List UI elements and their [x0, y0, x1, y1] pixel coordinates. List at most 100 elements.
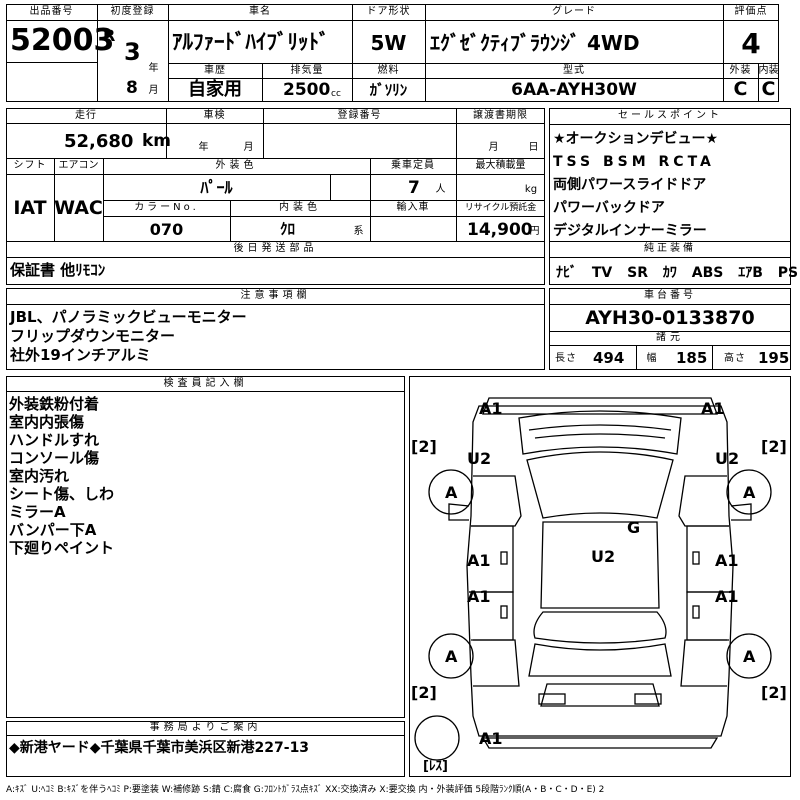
history-label: 車歴	[204, 65, 226, 76]
inspector-line: 室内汚れ	[9, 467, 70, 485]
history: 自家用	[188, 79, 242, 100]
notes-label: 注意事項欄	[240, 290, 311, 301]
score-label: 評価点	[734, 6, 768, 17]
inspector-block	[6, 376, 405, 718]
office-label: 事務局よりご案内	[149, 722, 262, 733]
note-line: 社外19インチアルミ	[10, 346, 151, 364]
registration-number-label: 登録番号	[337, 110, 382, 121]
color-number: 070	[149, 220, 184, 239]
mark-fender-left: U2	[467, 449, 491, 468]
capacity-unit: 人	[435, 184, 447, 195]
inspector-line: バンパー下A	[9, 521, 97, 539]
first-registration-label: 初度登録	[110, 6, 155, 17]
grade: ｴｸﾞｾﾞｸﾃｨﾌﾞﾗｳﾝｼﾞ 4WD	[430, 31, 640, 55]
chassis-number-label: 車台番号	[644, 290, 696, 301]
office-text: ◆新港ヤード◆千葉県千葉市美浜区新港227-13	[9, 740, 310, 756]
inspector-list: 外装鉄粉付着 室内内張傷 ハンドルすれ コンソール傷 室内汚れ シート傷、しわ …	[9, 395, 114, 557]
note-line: JBL、パノラミックビューモニター	[10, 308, 247, 326]
mark-rear-door-right: A1	[715, 587, 739, 606]
inspector-line: 室内内張傷	[9, 413, 85, 431]
equipment-list: ﾅﾋﾞ TV SR ｶﾜ ABS ｴｱB PS PW	[556, 262, 800, 282]
model-label: 型式	[563, 65, 585, 76]
max-load-label: 最大積載量	[475, 160, 526, 171]
transfer-month-unit: 月	[488, 142, 500, 153]
door-type: 5W	[370, 31, 407, 55]
shift: IAT	[13, 197, 47, 219]
max-load-unit: kg	[524, 184, 538, 195]
exterior-grade: C	[733, 78, 748, 100]
mileage: 52,680	[64, 131, 134, 152]
exterior-grade-label: 外装	[729, 65, 752, 76]
inspector-line: 外装鉄粉付着	[9, 395, 100, 413]
mark-tire-front-left: [2]	[411, 437, 437, 456]
inspector-line: 下廻りペイント	[9, 539, 115, 557]
interior-color-label: 内装色	[279, 202, 321, 213]
length-label: 長さ	[555, 353, 577, 364]
equipment-item: ﾅﾋﾞ	[556, 265, 577, 281]
mark-door-right: A1	[715, 551, 739, 570]
fuel: ｶﾞｿﾘﾝ	[369, 81, 408, 99]
registration-month-unit: 月	[148, 85, 160, 96]
sales-points-list: ★オークションデビュー★ TSS BSM RCTA 両側パワースライドドア パワ…	[553, 128, 718, 243]
sales-point: デジタルインナーミラー	[553, 223, 707, 239]
sales-points-block	[549, 108, 791, 285]
interior-grade-label: 内装	[758, 65, 779, 76]
score: 4	[741, 27, 761, 60]
interior-color-unit: 系	[353, 226, 365, 237]
notes-block	[6, 288, 545, 370]
color-number-label: カラーNo.	[134, 202, 199, 213]
equipment-item: PS	[777, 265, 799, 281]
model-code: 6AA-AYH30W	[511, 80, 637, 100]
width: 185	[676, 349, 708, 367]
inspector-line: ミラーA	[9, 503, 66, 521]
height-label: 高さ	[724, 353, 746, 364]
details-block	[6, 108, 545, 285]
transfer-deadline-label: 譲渡書期限	[473, 110, 528, 121]
aircon: WAC	[54, 197, 103, 219]
recycle-deposit-label: リサイクル預託金	[464, 203, 537, 213]
later-parts: 保証書 他ﾘﾓｺﾝ	[10, 261, 106, 279]
displacement-label: 排気量	[290, 65, 324, 76]
exterior-color-label: 外装色	[215, 160, 258, 171]
mark-fender-right: U2	[715, 449, 739, 468]
capacity: 7	[408, 178, 420, 198]
displacement-unit: cc	[331, 89, 341, 99]
inspector-line: ハンドルすれ	[9, 431, 100, 449]
sales-point: パワーバックドア	[553, 200, 665, 216]
mark-tire-rear-right: [2]	[761, 683, 787, 702]
mark-wheel-front-left: A	[445, 483, 458, 502]
mark-glass: G	[627, 518, 640, 537]
length: 494	[593, 349, 625, 367]
registration-era: R	[103, 26, 116, 45]
equipment-item: TV	[591, 265, 613, 281]
import-label: 輸入車	[396, 202, 430, 213]
damage-diagram-block	[409, 376, 791, 777]
height: 195	[758, 349, 790, 367]
inspector-line: シート傷、しわ	[9, 485, 115, 503]
mark-tire-rear-left: [2]	[411, 683, 437, 702]
sales-point: 両側パワースライドドア	[553, 177, 707, 193]
fuel-label: 燃料	[377, 65, 400, 76]
registration-year: 3	[124, 38, 141, 66]
lot-number: 52003	[10, 23, 115, 58]
mark-wheel-rear-right: A	[743, 647, 756, 666]
car-name-label: 車名	[249, 6, 271, 17]
inspection-label: 車検	[203, 110, 226, 121]
mark-tire-front-right: [2]	[761, 437, 787, 456]
registration-year-unit: 年	[148, 63, 160, 74]
mark-front-right: A1	[701, 399, 725, 418]
interior-grade: C	[761, 78, 776, 100]
mark-door-left: A1	[467, 551, 491, 570]
mark-rear-bumper: A1	[479, 729, 503, 748]
equipment-label: 純正装備	[644, 243, 696, 254]
width-label: 幅	[646, 353, 658, 364]
inspector-label: 検査員記入欄	[163, 378, 248, 389]
registration-month: 8	[126, 78, 138, 98]
chassis-block	[549, 288, 791, 370]
car-name: ｱﾙﾌｧｰﾄﾞﾊｲﾌﾞﾘｯﾄﾞ	[172, 30, 330, 54]
specs-label: 諸元	[656, 332, 684, 343]
mark-rear-door-left: A1	[467, 587, 491, 606]
sales-point: ★オークションデビュー★	[553, 131, 719, 147]
legend: A:ｷｽﾞ U:ﾍｺﾐ B:ｷｽﾞを伴うﾍｺﾐ P:要塗装 W:補修跡 S:錆 …	[6, 785, 605, 795]
inspection-year-unit: 年	[198, 142, 210, 153]
